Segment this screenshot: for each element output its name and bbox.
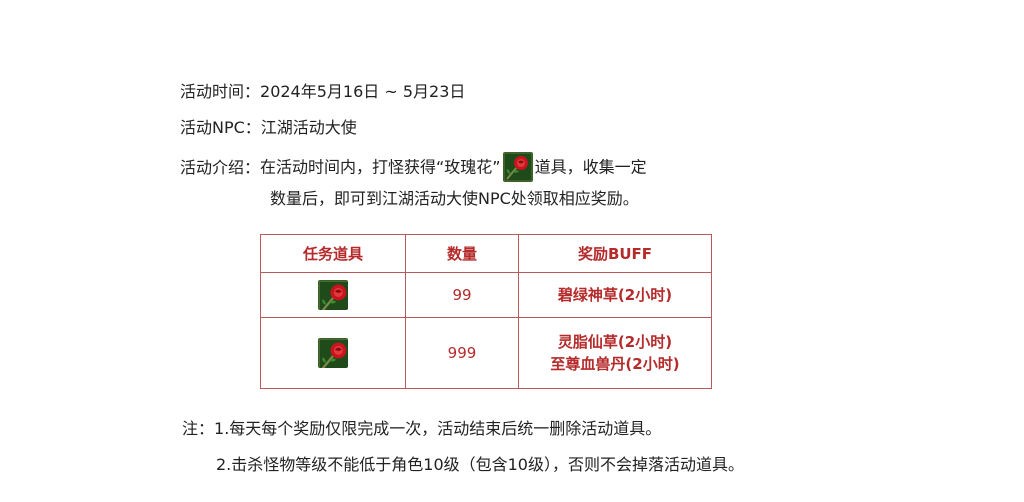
table-header-row: 任务道具 数量 奖励BUFF [260, 234, 712, 273]
note-line-2: 2.击杀怪物等级不能低于角色10级（包含10级），否则不会掉落活动道具。 [216, 455, 744, 474]
event-intro-label: 活动介绍： [180, 157, 261, 177]
table-row: 999 灵脂仙草(2小时) 至尊血兽丹(2小时) [260, 317, 712, 389]
col-header-item: 任务道具 [260, 234, 406, 273]
buff-text: 碧绿神草(2小时) [557, 286, 673, 304]
event-time-line: 活动时间：2024年5月16日 ~ 5月23日 [180, 82, 465, 102]
buff-text: 灵脂仙草(2小时) [557, 333, 673, 351]
item-cell [260, 317, 406, 389]
event-time-value: 2024年5月16日 ~ 5月23日 [260, 82, 466, 101]
event-intro-text-1: 在活动时间内，打怪获得“玫瑰花” [260, 157, 501, 177]
event-intro-line: 活动介绍：在活动时间内，打怪获得“玫瑰花” 道具，收集一定 [180, 152, 647, 183]
rose-icon [318, 280, 348, 310]
item-cell [260, 272, 406, 318]
rose-icon [318, 338, 348, 368]
buff-cell: 碧绿神草(2小时) [518, 272, 712, 318]
table-row: 99 碧绿神草(2小时) [260, 272, 712, 318]
rose-icon [502, 152, 533, 182]
reward-table: 任务道具 数量 奖励BUFF 99 碧绿神草(2小时) 999 灵脂仙草(2小时… [260, 234, 712, 389]
note-label: 注： [182, 419, 215, 438]
note-line-1: 注：1.每天每个奖励仅限完成一次，活动结束后统一删除活动道具。 [182, 419, 661, 439]
event-intro-text-2: 道具，收集一定 [534, 157, 647, 177]
quantity-cell: 999 [405, 317, 519, 389]
note-text-1: 1.每天每个奖励仅限完成一次，活动结束后统一删除活动道具。 [214, 419, 662, 438]
event-intro-line-2: 数量后，即可到江湖活动大使NPC处领取相应奖励。 [270, 189, 639, 208]
event-npc-value: 江湖活动大使 [260, 118, 357, 137]
event-time-label: 活动时间： [180, 82, 261, 101]
event-npc-label: 活动NPC： [180, 118, 261, 137]
event-npc-line: 活动NPC：江湖活动大使 [180, 118, 357, 138]
quantity-cell: 99 [405, 272, 519, 318]
col-header-quantity: 数量 [405, 234, 519, 273]
buff-cell: 灵脂仙草(2小时) 至尊血兽丹(2小时) [518, 317, 712, 389]
col-header-buff: 奖励BUFF [518, 234, 712, 273]
buff-text: 至尊血兽丹(2小时) [550, 355, 680, 373]
